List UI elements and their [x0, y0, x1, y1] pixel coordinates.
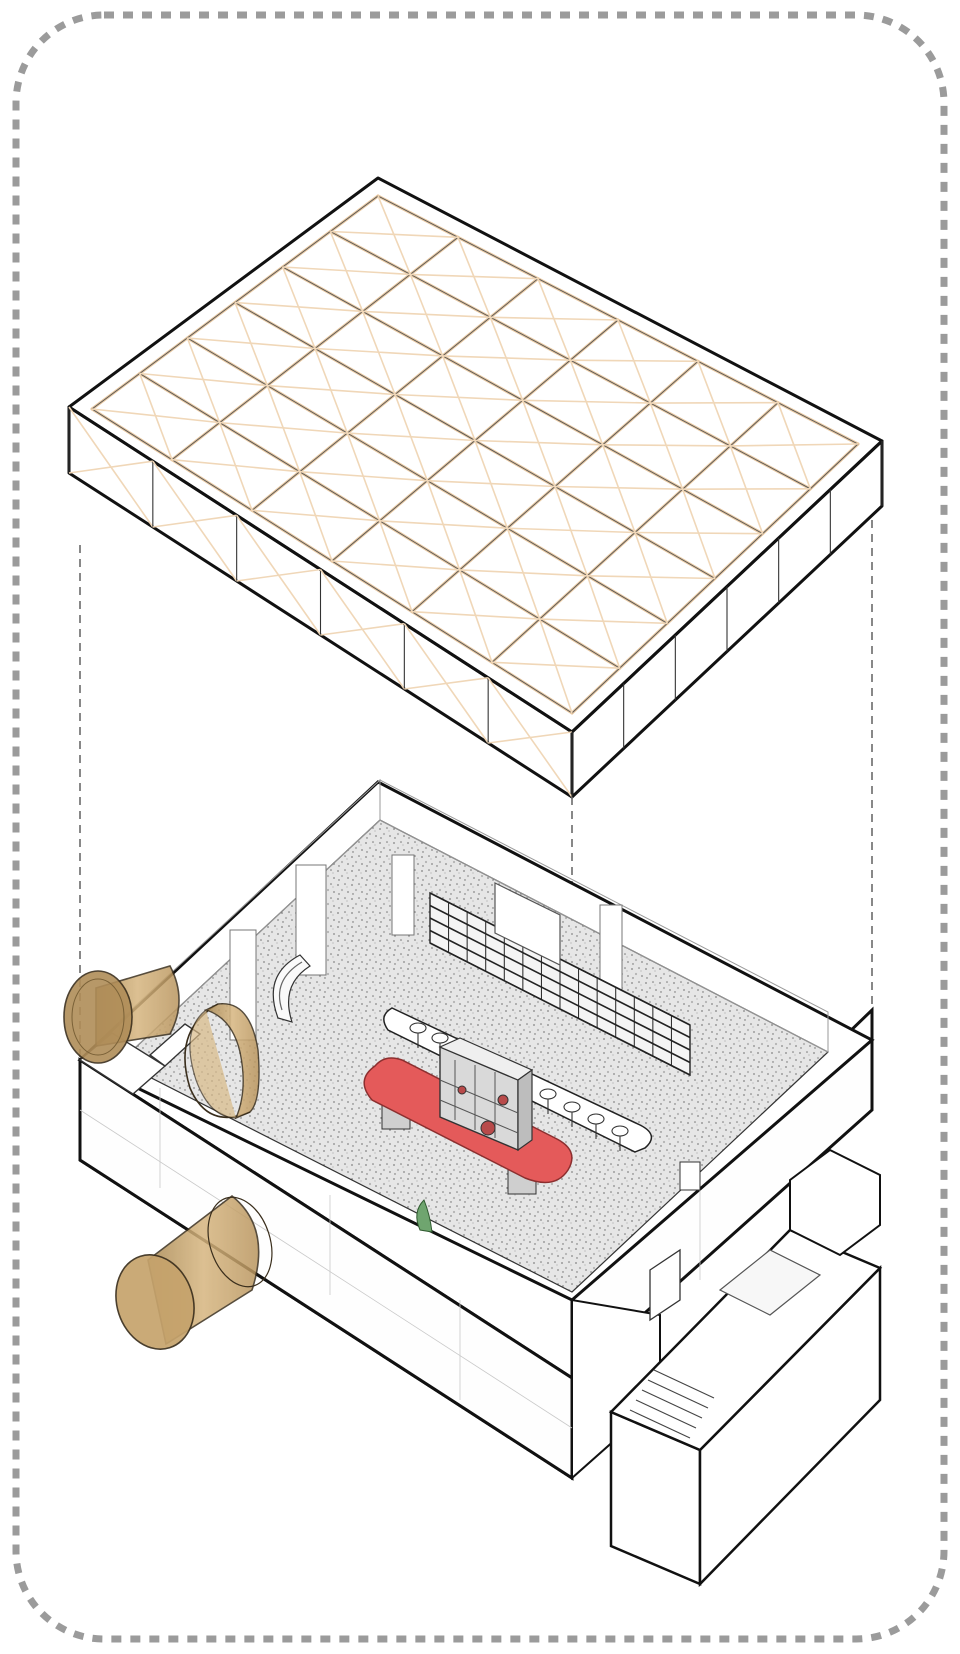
cross-brace: [138, 373, 173, 460]
cross-brace: [617, 319, 652, 404]
side-brace: [404, 677, 489, 690]
cross-brace: [521, 400, 556, 487]
tube-entrance-inner-ring: [184, 1003, 260, 1120]
cross-brace: [441, 355, 476, 441]
cross-brace: [506, 527, 541, 620]
cross-brace: [409, 274, 444, 357]
cross-brace: [458, 569, 493, 663]
bar-stools: [409, 1022, 629, 1151]
cross-brace: [489, 316, 524, 401]
bar-stool: [409, 1022, 427, 1034]
roof-timber-grid: [67, 176, 884, 799]
ground-floor-room: [77, 778, 883, 1588]
cross-brace: [474, 440, 509, 529]
cross-brace: [314, 348, 349, 434]
cross-brace: [729, 445, 764, 534]
cross-brace: [586, 575, 621, 669]
cross-brace: [281, 266, 316, 349]
cross-brace: [601, 444, 636, 533]
tube-entrance-front: [115, 1194, 273, 1350]
cross-brace: [697, 361, 732, 447]
bar-stool: [587, 1113, 605, 1125]
side-brace: [236, 568, 321, 582]
cross-brace: [378, 520, 413, 612]
cross-brace: [234, 302, 269, 386]
shelf-board: [429, 917, 691, 1051]
cross-brace: [298, 471, 333, 562]
bar-stool: [611, 1125, 629, 1137]
shelf-board: [429, 929, 691, 1064]
cross-brace: [649, 402, 684, 490]
cross-brace: [681, 488, 716, 579]
exploded-guides: [79, 520, 873, 1300]
cross-brace: [186, 337, 221, 423]
stair-annex: [608, 1148, 883, 1588]
cross-brace: [537, 278, 572, 361]
central-display-panel: [438, 1037, 534, 1152]
cross-brace: [266, 385, 301, 473]
cross-brace: [554, 486, 589, 577]
shelf-board: [429, 904, 691, 1039]
cross-brace: [218, 422, 253, 511]
curved-bench: [272, 954, 311, 1023]
bar-stool: [563, 1101, 581, 1113]
side-brace: [320, 622, 405, 636]
cross-brace: [329, 231, 364, 312]
cross-brace: [457, 237, 492, 318]
cross-brace: [634, 532, 669, 624]
bar-stool: [539, 1088, 557, 1100]
shelf-board: [429, 942, 691, 1076]
plant: [416, 1199, 433, 1233]
bar-stool: [431, 1032, 449, 1044]
cross-brace: [569, 359, 604, 446]
tube-entrance-left: [63, 965, 180, 1064]
cross-brace: [777, 402, 812, 490]
dashed-frame: [12, 11, 948, 1643]
cross-brace: [377, 195, 412, 275]
cross-brace: [346, 432, 381, 522]
cross-brace: [538, 618, 573, 714]
cross-brace: [426, 480, 461, 571]
shelving-wall: [429, 891, 691, 1077]
side-brace: [152, 514, 237, 528]
cross-brace: [394, 394, 429, 481]
side-brace: [68, 460, 153, 474]
cross-brace: [361, 311, 396, 395]
side-brace: [488, 731, 573, 744]
